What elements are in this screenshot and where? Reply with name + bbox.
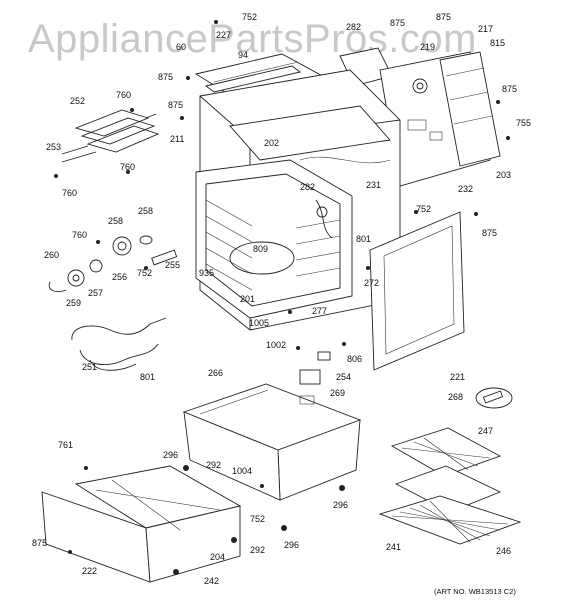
part-callout-203: 203 [496,170,511,180]
part-callout-217: 217 [478,24,493,34]
part-callout-231: 231 [366,180,381,190]
misc-hardware [54,20,513,575]
part-callout-246: 246 [496,546,511,556]
part-callout-752: 752 [137,268,152,278]
part-callout-760: 760 [72,230,87,240]
watermark-text: AppliancePartsPros.com [28,17,477,61]
part-callout-269: 269 [330,388,345,398]
part-callout-266: 266 [208,368,223,378]
part-callout-257: 257 [88,288,103,298]
part-callout-1002: 1002 [266,340,286,350]
part-callout-1005: 1005 [249,318,269,328]
part-callout-801: 801 [140,372,155,382]
fan-motor-parts [48,235,178,293]
part-callout-242: 242 [204,576,219,586]
broil-element [61,109,160,163]
part-callout-253: 253 [46,142,61,152]
part-callout-227: 227 [216,30,231,40]
part-callout-219: 219 [420,42,435,52]
part-callout-222: 222 [82,566,97,576]
part-callout-752: 752 [416,204,431,214]
part-callout-761: 761 [58,440,73,450]
part-callout-258: 258 [108,216,123,226]
part-callout-296: 296 [163,450,178,460]
part-callout-875: 875 [158,72,173,82]
part-callout-60: 60 [176,42,186,52]
part-callout-255: 255 [165,260,180,270]
storage-drawer [41,465,242,583]
part-callout-252: 252 [70,96,85,106]
part-callout-752: 752 [250,514,265,524]
part-callout-875: 875 [502,84,517,94]
part-callout-232: 232 [458,184,473,194]
drawer-support [182,383,362,501]
part-callout-935: 935 [199,268,214,278]
part-callout-296: 296 [333,500,348,510]
part-callout-809: 809 [253,244,268,254]
part-callout-282: 282 [346,22,361,32]
oven-cavity [195,159,353,319]
part-callout-875: 875 [482,228,497,238]
part-callout-1004: 1004 [232,466,252,476]
part-callout-801: 801 [356,234,371,244]
part-callout-296: 296 [284,540,299,550]
part-callout-760: 760 [116,90,131,100]
part-callout-241: 241 [386,542,401,552]
part-callout-204: 204 [210,552,225,562]
side-panel [369,211,465,371]
part-callout-259: 259 [66,298,81,308]
part-callout-254: 254 [336,372,351,382]
part-callout-806: 806 [347,354,362,364]
back-panel [379,51,501,187]
broil-pan [390,427,502,513]
part-callout-251: 251 [82,362,97,372]
part-callout-260: 260 [44,250,59,260]
part-callout-875: 875 [436,12,451,22]
part-callout-277: 277 [312,306,327,316]
part-callout-875: 875 [390,18,405,28]
part-callout-282: 282 [300,182,315,192]
part-callout-760: 760 [120,162,135,172]
art-number: (ART NO. WB13513 C2) [434,587,516,596]
part-callout-755: 755 [516,118,531,128]
part-callout-760: 760 [62,188,77,198]
part-callout-247: 247 [478,426,493,436]
oven-rack [378,495,522,545]
part-callout-202: 202 [264,138,279,148]
part-callout-211: 211 [170,134,184,144]
part-callout-875: 875 [168,100,183,110]
part-callout-272: 272 [364,278,379,288]
part-callout-292: 292 [250,545,265,555]
part-callout-875: 875 [32,538,47,548]
part-callout-815: 815 [490,38,505,48]
part-callout-752: 752 [242,12,257,22]
part-callout-94: 94 [238,50,248,60]
callout-labels: 752 282 875 875 217 815 227 60 94 219 875 760 252 875… [32,12,531,586]
part-callout-221: 221 [450,372,465,382]
part-callout-201: 201 [240,294,255,304]
part-callout-292: 292 [206,460,221,470]
part-callout-258: 258 [138,206,153,216]
bake-element [71,317,167,371]
part-callout-256: 256 [112,272,127,282]
part-callout-268: 268 [448,392,463,402]
